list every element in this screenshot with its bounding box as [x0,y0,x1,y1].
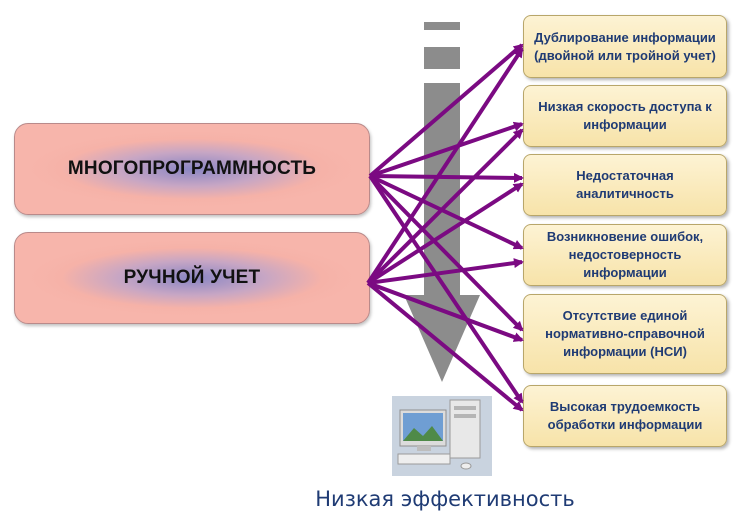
connector-cause-0-effect-4 [368,174,524,332]
effect-label: Недостаточная аналитичность [576,168,674,201]
effect-box-duplication: Дублирование информации (двойной или тро… [523,15,727,78]
cause-label: РУЧНОЙ УЧЕТ [123,267,261,288]
cause-label: МНОГОПРОГРАММНОСТЬ [67,158,317,179]
effect-label: Возникновение ошибок, недостоверность ин… [546,229,704,280]
effect-box-low-access-speed: Низкая скорость доступа к информации [523,85,727,147]
connector-cause-0-effect-0 [368,43,524,178]
connector-cause-1-effect-1 [366,128,524,285]
effect-box-errors: Возникновение ошибок, недостоверность ин… [523,224,727,286]
connector-cause-1-effect-0 [366,47,524,285]
effect-label: Отсутствие единой нормативно-справочной … [545,308,705,359]
effect-label: Дублирование информации (двойной или тро… [534,29,716,63]
connector-cause-0-effect-1 [369,121,524,178]
arrow-dash-top [424,22,460,30]
effect-box-insufficient-analytics: Недостаточная аналитичность [523,154,727,216]
arrow-body [404,83,480,382]
connector-cause-0-effect-2 [369,172,524,183]
cause-box-multiprogramming: МНОГОПРОГРАММНОСТЬ [14,123,370,215]
connector-cause-1-effect-3 [367,258,524,285]
effect-label: Высокая трудоемкость обработки информаци… [547,399,703,432]
effect-box-labor-intensity: Высокая трудоемкость обработки информаци… [523,385,727,447]
result-label: Низкая эффективность [315,487,575,511]
connector-cause-1-effect-4 [367,281,524,342]
desktop-computer-icon [392,396,492,476]
connector-cause-1-effect-5 [366,281,524,412]
connector-cause-1-effect-2 [366,182,524,285]
effect-box-no-reference-info: Отсутствие единой нормативно-справочной … [523,294,727,374]
effect-label: Низкая скорость доступа к информации [538,99,712,132]
connector-cause-0-effect-5 [368,174,524,404]
connector-cause-0-effect-3 [369,174,524,250]
arrow-dash-middle [424,47,460,69]
